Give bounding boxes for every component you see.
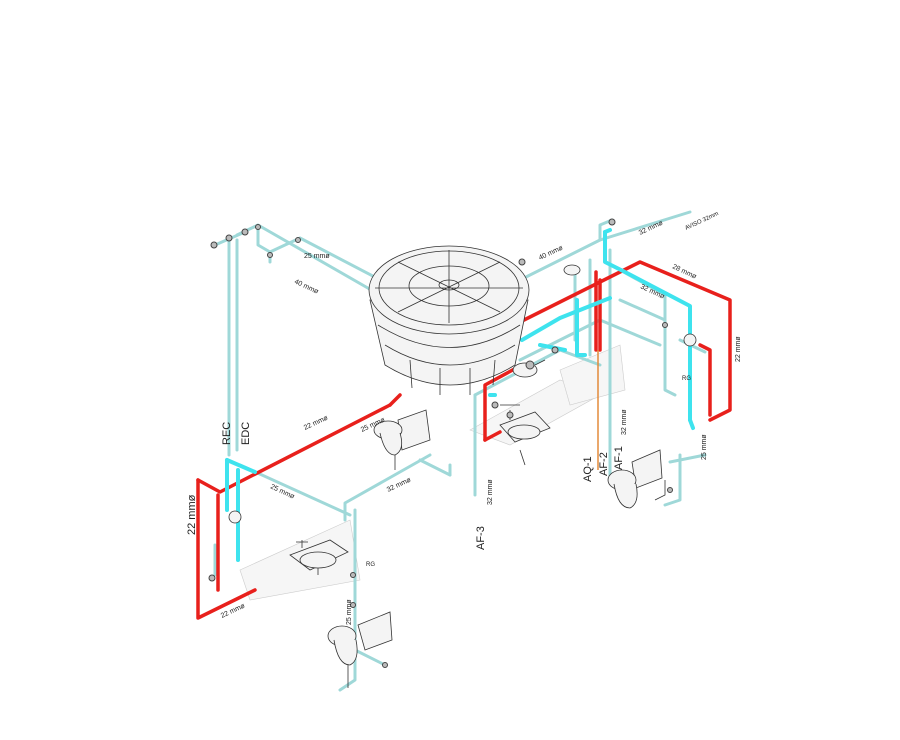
label-25mm-right-vertical: 25 mmø [701,434,708,460]
shower-head-top [563,264,581,276]
label-25mm-lower: 25 mmø [269,483,296,500]
fittings [208,218,673,668]
label-rec: REC [221,422,233,445]
toilet-right [607,449,666,509]
label-edc: EDC [240,422,252,445]
label-32mm-vertical: 32 mmø [621,409,628,435]
label-rg-right: RG [682,376,691,382]
hot-water-pipes [196,260,732,620]
label-aq1: AQ-1 [582,456,594,482]
label-rg-left: RG [366,562,375,568]
label-af2: AF-2 [598,452,610,476]
label-af3: AF-3 [475,526,487,550]
sink-middle [499,404,551,466]
label-22mm-right: 22 mmø [735,336,742,362]
toilet-left [327,611,393,688]
fixtures [228,264,697,688]
shower-head-left [228,510,242,524]
label-25mm-top: 25 mmø [304,253,330,260]
label-32mm-top: 32 mmø [638,219,665,236]
label-25mm-vertical: 25 mmø [346,599,353,625]
toilet-middle [373,409,431,470]
label-32mm-af3: 32 mmø [487,479,494,505]
label-22mm-big: 22 mmø [186,494,198,535]
label-22mm-mid: 22 mmø [303,414,330,431]
sink-left [289,539,349,575]
label-aviso: AVISO 32mm [684,211,719,232]
water-tank [368,245,530,395]
label-40mm-left: 40 mmø [293,278,320,295]
label-af1: AF-1 [613,446,625,470]
shower-head-right [683,333,697,347]
